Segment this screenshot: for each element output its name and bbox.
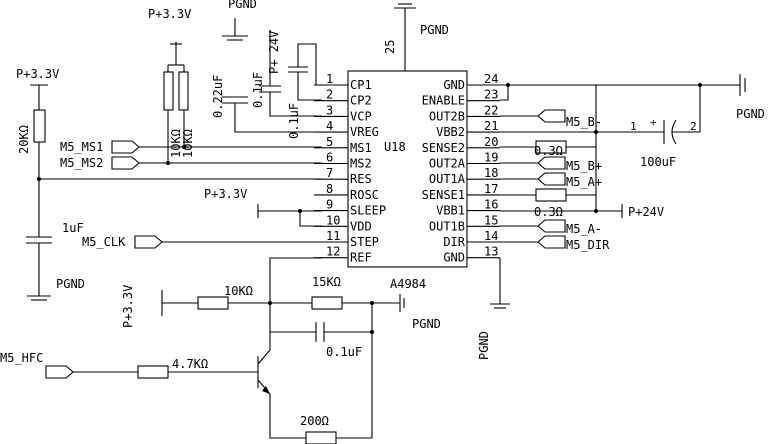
left-pin-name: VDD (350, 219, 372, 233)
r-10k-ref-label: 10KΩ (224, 284, 253, 298)
left-pin-name: REF (350, 251, 372, 265)
pgnd-mid-label: PGND (412, 317, 441, 331)
cap-01uf-ref-label: 0.1uF (326, 345, 362, 359)
cap-100uf-plus: + (650, 116, 657, 129)
cap-01uf-vcp-label: 0.1uF (251, 72, 265, 108)
right-pin-number: 13 (484, 245, 498, 259)
left-pin-name: VCP (350, 109, 372, 123)
p33-res-label: P+3.3V (16, 67, 59, 81)
m5-clk-label: M5_CLK (82, 235, 126, 249)
r-sense2-label: 0.3Ω (534, 144, 563, 158)
right-pin-name: OUT1A (429, 172, 466, 186)
left-pin-number: 7 (326, 166, 333, 180)
p24-right-label: P+24V (628, 205, 664, 219)
m5-a-minus-label: M5_A- (566, 222, 602, 236)
pgnd-top-left-label: PGND (228, 0, 257, 11)
p24-top-label: P+ 24V (267, 31, 281, 74)
m5-a-plus-label: M5_A+ (566, 175, 602, 189)
left-pin-number: 5 (326, 135, 333, 149)
r-15k-label: 15KΩ (312, 275, 341, 289)
right-pin-name: GND (443, 251, 465, 265)
left-pin-name: MS1 (350, 141, 372, 155)
right-pin-number: 17 (484, 182, 498, 196)
left-pin-number: 8 (326, 182, 333, 196)
pin-25-number: 25 (383, 40, 397, 54)
right-pin-number: 20 (484, 135, 498, 149)
right-pin-number: 15 (484, 213, 498, 227)
right-pin-number: 16 (484, 198, 498, 212)
pgnd-right-label: PGND (736, 107, 765, 121)
left-pin-name: CP1 (350, 78, 372, 92)
left-pin-number: 9 (326, 198, 333, 212)
r-47k-label: 4.7KΩ (172, 357, 208, 371)
left-pin-number: 10 (326, 213, 340, 227)
left-pin-name: RES (350, 172, 372, 186)
left-pin-number: 11 (326, 229, 340, 243)
left-pin-number: 1 (326, 72, 333, 86)
right-pin-name: SENSE1 (422, 188, 465, 202)
ic-body (347, 70, 468, 268)
left-pin-name: MS2 (350, 157, 372, 171)
cap-100uf-label: 100uF (640, 155, 676, 169)
m5-hfc-label: M5_HFC (0, 351, 43, 365)
right-pin-name: OUT2A (429, 157, 466, 171)
right-pin-name: VBB1 (436, 204, 465, 218)
cap-01uf-cp-label: 0.1uF (287, 103, 301, 139)
pgnd-bottom-label: PGND (477, 331, 491, 360)
r-sense1-label: 0.3Ω (534, 205, 563, 219)
r-200-label: 200Ω (300, 414, 329, 428)
left-pin-name: ROSC (350, 188, 379, 202)
left-pin-name: VREG (350, 125, 379, 139)
right-pin-name: DIR (443, 235, 465, 249)
right-pin-name: SENSE2 (422, 141, 465, 155)
right-pin-number: 22 (484, 103, 498, 117)
cap-100uf-pin1: 1 (630, 120, 637, 133)
pgnd-left-label: PGND (56, 277, 85, 291)
left-pin-number: 3 (326, 103, 333, 117)
left-pin-name: SLEEP (350, 204, 386, 218)
r-10k-ms2-label: 10KΩ (181, 129, 195, 158)
right-pin-number: 19 (484, 151, 498, 165)
right-pin-number: 23 (484, 88, 498, 102)
m5-ms2-label: M5_MS2 (60, 156, 103, 170)
left-pin-name: CP2 (350, 94, 372, 108)
m5-ms1-label: M5_MS1 (60, 140, 103, 154)
right-pin-number: 21 (484, 119, 498, 133)
cap-1uf-label: 1uF (62, 221, 84, 235)
pgnd-top-label: PGND (420, 23, 449, 37)
m5-dir-label: M5_DIR (566, 238, 610, 252)
ic-left-pins: 1 CP1 2 CP2 3 VCP 4 VREG 5 MS1 6 MS2 7 RES 8 ROSC 9 SLEEP… (314, 72, 386, 265)
left-pin-number: 6 (326, 151, 333, 165)
ic-right-pins: 24GND23ENABLE22OUT2B21VBB220SENSE219OUT2… (422, 72, 500, 265)
left-pin-number: 12 (326, 245, 340, 259)
right-pin-name: OUT2B (429, 109, 465, 123)
left-pin-number: 4 (326, 119, 333, 133)
right-pin-number: 24 (484, 72, 498, 86)
right-pin-number: 14 (484, 229, 498, 243)
r-20k-label: 20KΩ (17, 125, 31, 154)
ic-ref: U18 (384, 140, 406, 154)
right-pin-name: ENABLE (422, 94, 465, 108)
right-pin-number: 18 (484, 166, 498, 180)
right-pin-name: GND (443, 78, 465, 92)
ic-part: A4984 (390, 277, 426, 291)
right-pin-name: VBB2 (436, 125, 465, 139)
left-pin-number: 2 (326, 88, 333, 102)
right-pin-name: OUT1B (429, 219, 465, 233)
p33-ref-label: P+3.3V (121, 285, 135, 328)
cap-022uf-label: 0.22uF (211, 75, 225, 118)
cap-100uf-pin2: 2 (690, 120, 697, 133)
p33-ms-label: P+3.3V (148, 7, 191, 21)
left-pin-name: STEP (350, 235, 379, 249)
r-10k-ms1-label: 10KΩ (169, 129, 183, 158)
m5-b-plus-label: M5_B+ (566, 159, 602, 173)
m5-b-minus-label: M5_B- (566, 115, 602, 129)
p33-vdd-label: P+3.3V (204, 187, 247, 201)
